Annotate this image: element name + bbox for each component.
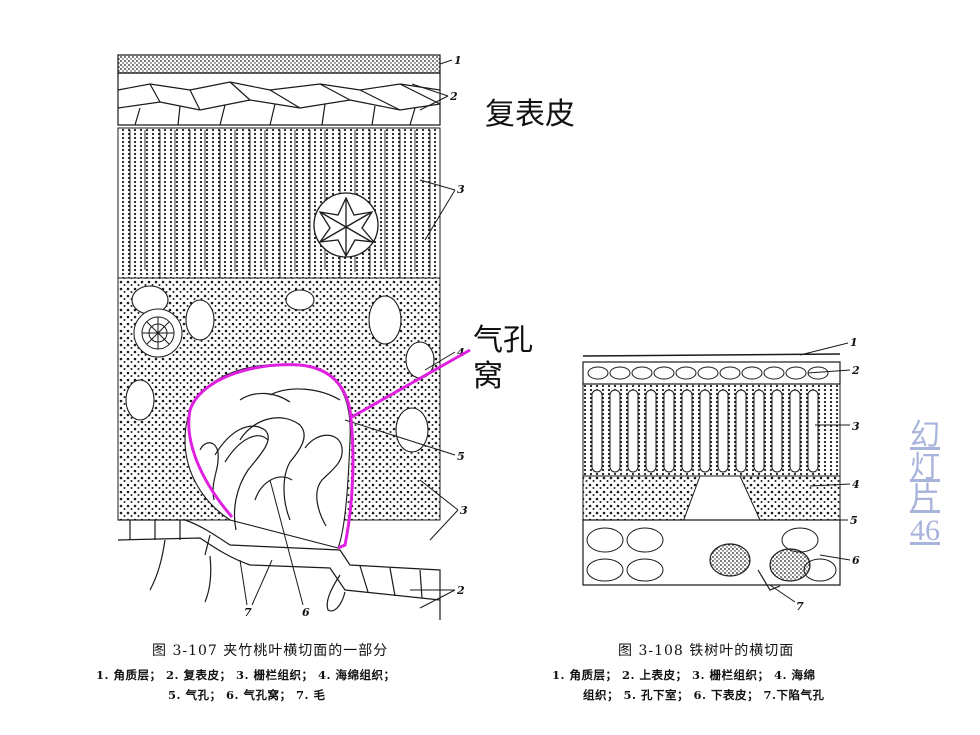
stomatal-crypt-label-line2: 窝 (473, 359, 503, 394)
multiple-epidermis (117, 72, 441, 126)
crypt-highlight-outline (187, 363, 355, 550)
svg-text:6: 6 (302, 606, 310, 619)
right-figure-caption: 图 3-108 铁树叶的横切面 (618, 643, 795, 659)
svg-text:5: 5 (457, 450, 465, 463)
left-figure-caption: 图 3-107 夹竹桃叶横切面的一部分 (152, 643, 389, 659)
svg-text:1: 1 (454, 54, 462, 67)
right-callout-numbers: 1 2 3 4 5 6 7 (796, 336, 860, 613)
slide-link-char-1: 幻 (910, 419, 940, 452)
vascular-bundle (133, 308, 183, 358)
cuticle-layer (117, 54, 441, 74)
stomatal-crypt-label-line1: 气孔 (473, 323, 533, 358)
svg-text:5: 5 (850, 514, 858, 527)
svg-text:2: 2 (851, 364, 860, 377)
cycad-leaf-cross-section (582, 342, 851, 603)
svg-text:4: 4 (852, 478, 860, 491)
svg-text:3: 3 (460, 504, 468, 517)
slide-link-number: 46 (910, 513, 940, 547)
stomatal-crypt (184, 363, 351, 549)
left-figure-legend-line1: 1. 角质层； 2. 复表皮； 3. 栅栏组织； 4. 海绵组织； (96, 668, 396, 682)
crystal-cell (313, 192, 379, 258)
lower-epidermis (117, 519, 441, 620)
svg-text:2: 2 (449, 90, 458, 103)
svg-text:7: 7 (796, 600, 804, 613)
right-figure-legend-line1: 1. 角质层； 2. 上表皮； 3. 栅栏组织； 4. 海绵 (552, 668, 816, 682)
svg-text:1: 1 (850, 336, 858, 349)
right-figure-legend-line2: 组织； 5. 孔下室； 6. 下表皮； 7.下陷气孔 (583, 688, 825, 702)
svg-text:4: 4 (457, 346, 465, 359)
slide-46-link[interactable]: 幻 灯 片 46 (905, 420, 945, 546)
slide-link-char-3: 片 (910, 482, 940, 515)
crypt-highlight-pointer (349, 348, 471, 420)
svg-text:3: 3 (457, 183, 465, 196)
svg-text:7: 7 (244, 606, 252, 619)
left-callout-numbers: 1 2 3 4 5 3 2 7 6 (244, 54, 468, 619)
palisade-tissue (117, 127, 441, 279)
svg-text:3: 3 (852, 420, 860, 433)
multiple-epidermis-label: 复表皮 (485, 97, 575, 132)
svg-text:6: 6 (852, 554, 860, 567)
svg-text:2: 2 (456, 584, 465, 597)
slide-link-char-2: 灯 (910, 450, 940, 484)
left-figure-legend-line2: 5. 气孔； 6. 气孔窝； 7. 毛 (168, 688, 326, 702)
crypt-hairs (199, 388, 343, 531)
